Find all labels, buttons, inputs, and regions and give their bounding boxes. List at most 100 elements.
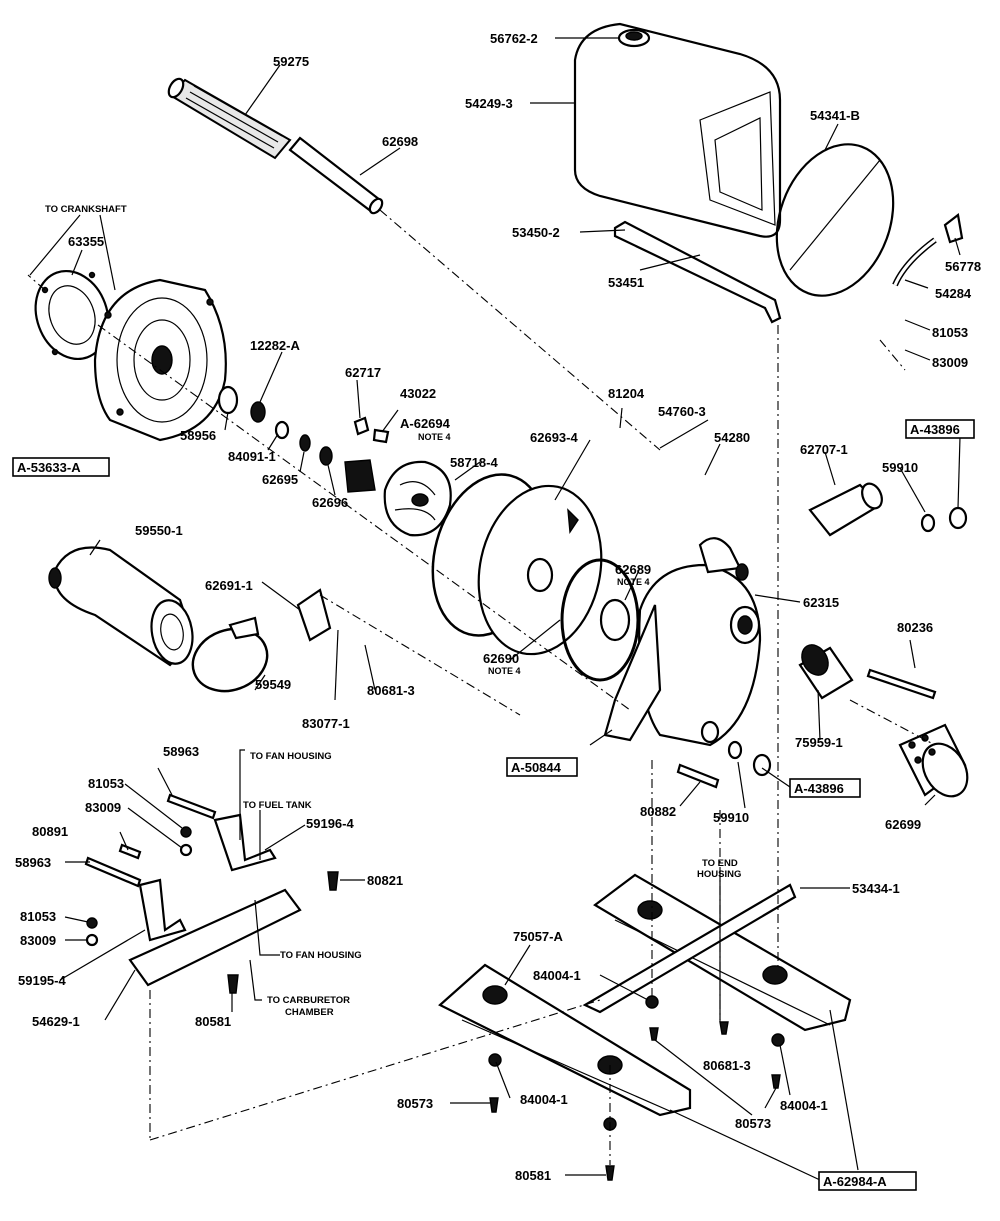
label-a-43896-top: A-43896 bbox=[910, 422, 960, 437]
label-62707-1: 62707-1 bbox=[800, 442, 848, 457]
note-62690: NOTE 4 bbox=[488, 666, 521, 676]
box-a-62984-a bbox=[818, 1171, 917, 1191]
label-81053-low: 81053 bbox=[20, 909, 56, 924]
callout-lines bbox=[29, 214, 721, 1020]
label-80581-b: 80581 bbox=[515, 1168, 551, 1183]
callout-to-carburetor-2: CHAMBER bbox=[285, 1007, 334, 1018]
label-80581-a: 80581 bbox=[195, 1014, 231, 1029]
wear-plate-drawing bbox=[477, 484, 603, 656]
mount-84004-c-drawing bbox=[488, 1053, 502, 1067]
label-81053-mid: 81053 bbox=[88, 776, 124, 791]
label-58718-4: 58718-4 bbox=[450, 455, 498, 470]
nut-81053-low-drawing bbox=[86, 917, 98, 929]
label-56778: 56778 bbox=[945, 259, 981, 274]
box-a-50844 bbox=[506, 757, 578, 777]
gasket-drawing bbox=[34, 269, 110, 361]
air-filter-drawing bbox=[48, 546, 194, 667]
label-a-43896-bottom: A-43896 bbox=[794, 781, 844, 796]
washer-59910-drawing bbox=[920, 513, 936, 533]
label-80573-b: 80573 bbox=[735, 1116, 771, 1131]
filter-bracket-drawing bbox=[296, 588, 332, 642]
cap-a43896-drawing bbox=[948, 506, 968, 530]
screw-43022-drawing bbox=[372, 428, 390, 444]
box-a-43896-top bbox=[905, 419, 975, 439]
label-59549: 59549 bbox=[255, 677, 291, 692]
label-a-62984-a: A-62984-A bbox=[823, 1174, 887, 1189]
label-54249-3: 54249-3 bbox=[465, 96, 513, 111]
callout-to-fuel-tank: TO FUEL TANK bbox=[243, 800, 312, 811]
label-62690: 62690 bbox=[483, 651, 519, 666]
nut-81053-drawing bbox=[180, 826, 192, 838]
label-63355: 63355 bbox=[68, 234, 104, 249]
box-a-53633-a bbox=[12, 457, 110, 477]
label-a-50844: A-50844 bbox=[511, 760, 562, 775]
bearing-drawing bbox=[217, 385, 239, 415]
seal-ring-drawing bbox=[299, 434, 311, 452]
fan-bracket-drawing bbox=[213, 813, 277, 872]
mount-84004-b-drawing bbox=[771, 1033, 785, 1047]
label-62315: 62315 bbox=[803, 595, 839, 610]
label-81204: 81204 bbox=[608, 386, 645, 401]
label-59910-bottom: 59910 bbox=[713, 810, 749, 825]
label-84091-1: 84091-1 bbox=[228, 449, 276, 464]
label-59550-1: 59550-1 bbox=[135, 523, 183, 538]
label-12282-a: 12282-A bbox=[250, 338, 300, 353]
pin-80891-drawing bbox=[118, 843, 142, 860]
bolt-58963-a-drawing bbox=[166, 793, 217, 820]
bolt-80882-drawing bbox=[676, 763, 720, 789]
washer-59910-lower-drawing bbox=[727, 740, 743, 760]
label-80681-3-bottom: 80681-3 bbox=[703, 1058, 751, 1073]
label-54280: 54280 bbox=[714, 430, 750, 445]
note-62694: NOTE 4 bbox=[418, 432, 451, 442]
label-54284: 54284 bbox=[935, 286, 972, 301]
label-80882: 80882 bbox=[640, 804, 676, 819]
clamp-screw-drawing bbox=[228, 616, 260, 640]
label-81053-top: 81053 bbox=[932, 325, 968, 340]
label-62695: 62695 bbox=[262, 472, 298, 487]
splined-shaft-drawing bbox=[167, 77, 292, 160]
label-80681-3-mid: 80681-3 bbox=[367, 683, 415, 698]
strainer-drawing bbox=[898, 723, 969, 798]
center-lines bbox=[27, 209, 936, 1165]
label-83009-mid: 83009 bbox=[85, 800, 121, 815]
washer-83009-low-drawing bbox=[85, 933, 99, 947]
label-53451: 53451 bbox=[608, 275, 644, 290]
fuel-tank-drawing bbox=[573, 22, 782, 238]
bolt-58963-b-drawing bbox=[84, 856, 142, 888]
o-ring-drawing bbox=[319, 446, 333, 466]
callout-to-carburetor-1: TO CARBURETOR bbox=[267, 995, 350, 1006]
label-53434-1: 53434-1 bbox=[852, 881, 900, 896]
callout-to-fan-housing-2: TO FAN HOUSING bbox=[280, 950, 362, 961]
label-62691-1: 62691-1 bbox=[205, 578, 253, 593]
label-59195-4: 59195-4 bbox=[18, 973, 66, 988]
tank-band-drawing bbox=[775, 143, 895, 297]
skid-rails-drawing bbox=[438, 873, 852, 1117]
label-84004-1-a: 84004-1 bbox=[533, 968, 581, 983]
label-83009-top: 83009 bbox=[932, 355, 968, 370]
screw-80581-a-drawing bbox=[227, 974, 239, 994]
label-75959-1: 75959-1 bbox=[795, 735, 843, 750]
callout-to-crankshaft: TO CRANKSHAFT bbox=[45, 204, 127, 215]
label-80821: 80821 bbox=[367, 873, 403, 888]
callout-to-end-1: TO END bbox=[702, 858, 738, 869]
callout-to-end-2: HOUSING bbox=[697, 869, 741, 880]
hose-inner-drawing bbox=[893, 238, 936, 286]
seal-center-drawing bbox=[599, 598, 631, 642]
callout-to-fan-housing-1: TO FAN HOUSING bbox=[250, 751, 332, 762]
label-54760-3: 54760-3 bbox=[658, 404, 706, 419]
box-a-43896-bottom bbox=[789, 778, 861, 798]
label-58956: 58956 bbox=[180, 428, 216, 443]
label-59275: 59275 bbox=[273, 54, 309, 69]
label-58963-b: 58963 bbox=[15, 855, 51, 870]
label-59196-4: 59196-4 bbox=[306, 816, 354, 831]
seal-drawing bbox=[250, 401, 266, 423]
spring-drawing bbox=[344, 459, 376, 493]
washer-drawing bbox=[274, 420, 290, 440]
label-58963-a: 58963 bbox=[163, 744, 199, 759]
rail-54629-drawing bbox=[128, 888, 302, 987]
label-54341-b: 54341-B bbox=[810, 108, 860, 123]
bolt-80236-drawing bbox=[866, 668, 937, 700]
tank-bracket-drawing bbox=[613, 220, 782, 324]
label-80891: 80891 bbox=[32, 824, 68, 839]
